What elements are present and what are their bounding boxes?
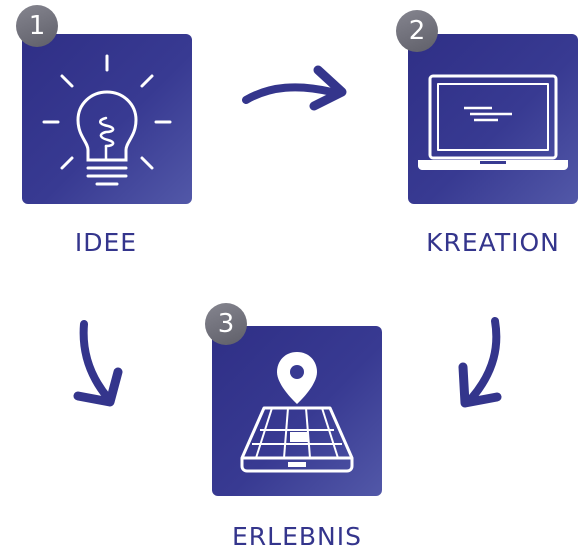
arrow-erlebnis-to-idee [73,320,123,407]
map-pin-tablet-icon [240,352,354,473]
step-2-badge: 2 [396,10,438,52]
step-3-tile [212,326,382,496]
step-1-label: IDEE [74,228,138,257]
arrow-kreation-to-erlebnis [458,317,502,408]
lightbulb-icon [42,54,172,186]
step-2-tile [408,34,578,204]
step-3-label: ERLEBNIS [232,522,362,551]
step-2-label: KREATION [426,228,560,257]
step-1-badge: 1 [16,5,58,47]
step-3-badge: 3 [205,303,247,345]
step-1-tile [22,34,192,204]
arrow-idee-to-kreation [242,65,347,111]
laptop-icon [418,74,568,170]
